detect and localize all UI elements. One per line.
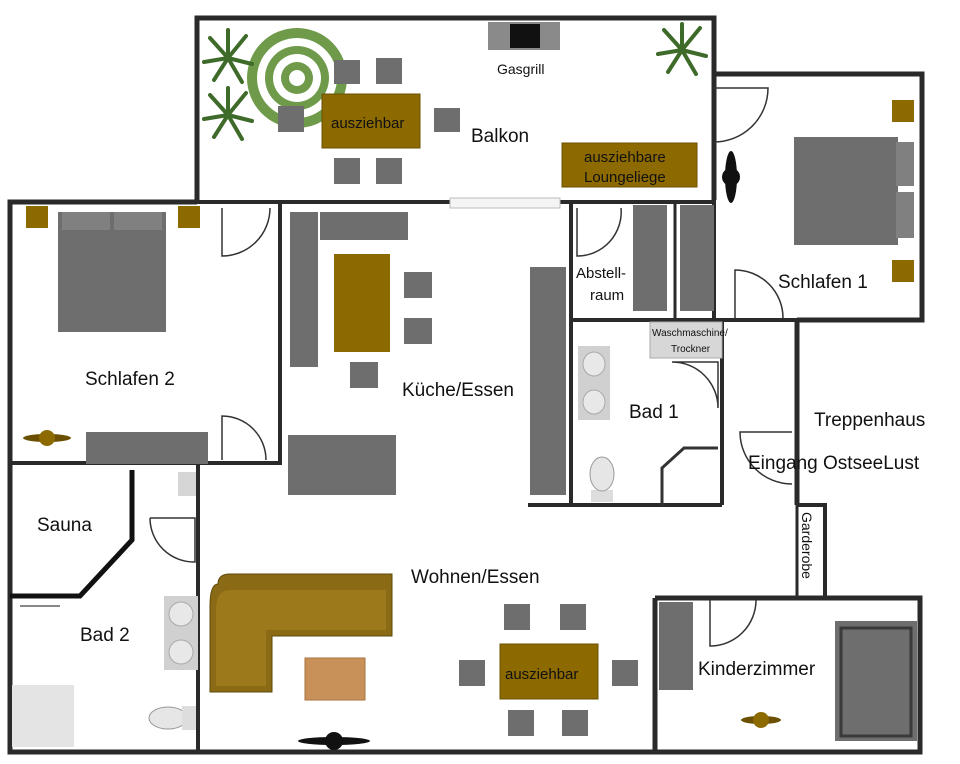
- toilet-icon: [589, 456, 615, 502]
- gas-grill: [488, 22, 560, 50]
- coffee-table: [304, 657, 366, 701]
- sink-icon: [578, 346, 610, 420]
- room-label-garderobe: Garderobe: [799, 512, 815, 579]
- nightstand: [892, 260, 914, 282]
- shower-tray: [12, 685, 74, 747]
- nightstand: [892, 100, 914, 122]
- wardrobe: [86, 432, 208, 464]
- room-label-sauna: Sauna: [37, 515, 92, 536]
- kitchen-counter-left: [290, 212, 318, 367]
- nightstand: [178, 206, 200, 228]
- kitchen-chairs: [350, 272, 432, 388]
- bed-schlafen1: [794, 137, 914, 245]
- washer-label-1: Waschmaschine/: [652, 328, 728, 339]
- sauna-wall: [10, 470, 135, 599]
- balcony-chairs: [278, 58, 460, 184]
- room-label-bad1: Bad 1: [629, 402, 679, 423]
- sofa: [209, 573, 393, 693]
- balcony-table-label: ausziehbar: [331, 115, 404, 132]
- toilet-icon: [148, 706, 196, 730]
- dining-table-label: ausziehbar: [505, 666, 578, 683]
- room-label-treppenhaus: Treppenhaus: [814, 410, 925, 431]
- kitchen-counter-right: [530, 267, 566, 495]
- balcony-table: [321, 93, 421, 149]
- balcony-window: [449, 197, 561, 209]
- gas-grill-label: Gasgrill: [497, 61, 544, 77]
- kitchen-table: [334, 254, 390, 352]
- doors: [149, 87, 793, 647]
- plant-icon: [656, 22, 708, 76]
- shower-enclosure: [660, 446, 718, 505]
- nightstand: [26, 206, 48, 228]
- room-label-kinderzimmer: Kinderzimmer: [698, 659, 816, 680]
- ceiling-lamp-icon: [23, 430, 71, 446]
- sink-icon: [164, 596, 198, 670]
- dining-table: [499, 643, 599, 700]
- desk: [659, 602, 693, 690]
- room-label-schlafen2: Schlafen 2: [85, 369, 175, 390]
- room-label-wohnen: Wohnen/Essen: [411, 567, 540, 588]
- plant-icon: [202, 28, 254, 84]
- ceiling-fan-icon: [298, 732, 370, 750]
- room-label-balkon: Balkon: [471, 126, 529, 147]
- sauna-fixture: [178, 472, 196, 496]
- ceiling-fan-icon: [722, 151, 740, 203]
- room-label-eingang: Eingang OstseeLust: [748, 453, 920, 474]
- lounge-bed-label-1: ausziehbare: [584, 149, 666, 166]
- kitchen-counter-top: [320, 212, 408, 240]
- washer-label-2: Trockner: [671, 344, 711, 355]
- kitchen-island: [288, 435, 396, 495]
- storage-shelf: [680, 205, 714, 311]
- bed-schlafen2: [58, 212, 166, 332]
- room-label-abstell-1: Abstell-: [576, 265, 626, 282]
- room-label-bad2: Bad 2: [80, 625, 130, 646]
- dining-chairs: [459, 604, 638, 736]
- room-label-schlafen1: Schlafen 1: [778, 272, 868, 293]
- bed-kinderzimmer: [835, 621, 917, 741]
- storage-shelf: [633, 205, 667, 311]
- ceiling-lamp-icon: [741, 712, 781, 728]
- room-label-kueche: Küche/Essen: [402, 380, 514, 401]
- room-label-abstell-2: raum: [590, 287, 624, 304]
- washing-machine: [649, 321, 723, 359]
- lounge-bed: [561, 142, 698, 188]
- lounge-bed-label-2: Loungeliege: [584, 169, 666, 186]
- plant-icon: [202, 86, 254, 141]
